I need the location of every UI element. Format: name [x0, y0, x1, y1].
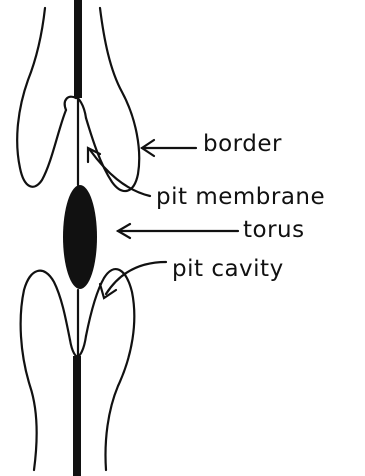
- upper-wall-right-outline: [86, 8, 139, 191]
- lower-border-right-lip: [78, 336, 86, 356]
- middle-lamella-upper: [74, 0, 82, 98]
- label-torus: torus: [243, 219, 305, 242]
- upper-border-left-lip: [65, 97, 76, 110]
- label-border: border: [203, 133, 282, 156]
- torus: [63, 185, 97, 289]
- lower-wall-left-outline: [21, 271, 70, 470]
- upper-wall-left-outline: [17, 8, 66, 187]
- pit-cavity-pointer-line: [106, 262, 166, 294]
- label-pit-cavity: pit cavity: [172, 258, 284, 281]
- lower-border-left-lip: [70, 340, 78, 356]
- label-pit-membrane: pit membrane: [156, 186, 325, 209]
- lower-wall-right-outline: [86, 269, 134, 470]
- middle-lamella-lower: [73, 356, 81, 476]
